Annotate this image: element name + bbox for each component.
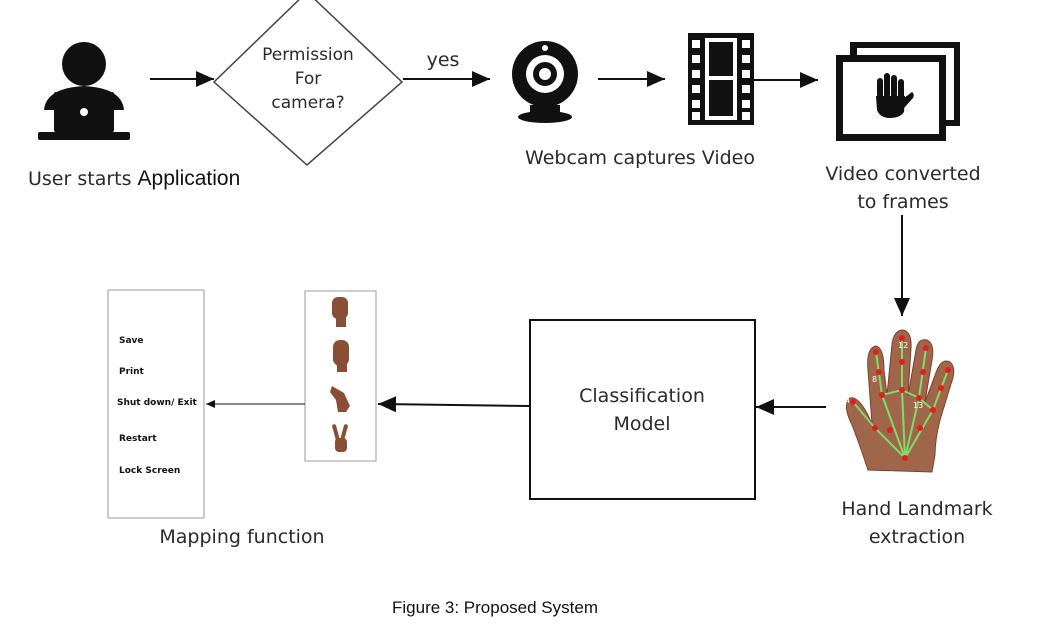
- mapping-function-box: [107, 289, 205, 519]
- classification-model-box: [529, 319, 756, 500]
- landmark-line1: Hand Landmark: [841, 498, 993, 520]
- frames-label: Video converted to frames: [808, 160, 998, 216]
- landmark-number: 9: [955, 389, 960, 398]
- webcam-icon: [512, 41, 578, 123]
- landmark-number: 13: [913, 401, 923, 410]
- gesture-palm: [333, 340, 349, 372]
- landmark-number: 4: [845, 396, 850, 405]
- arrow-model-to-gestures: [377, 396, 531, 413]
- gesture-fist: [332, 297, 348, 327]
- frames-icon: [836, 42, 960, 141]
- webcam-label: Webcam captures Video: [525, 147, 755, 169]
- action-print: Print: [119, 367, 144, 377]
- action-lock-screen: Lock Screen: [119, 466, 181, 476]
- hand-landmark-image: 4 8 9 10 12 13: [845, 329, 972, 473]
- classifier-label: Classification Model: [542, 382, 742, 438]
- landmark-number: 8: [872, 375, 877, 384]
- decision-line3: camera?: [271, 93, 345, 113]
- landmark-label: Hand Landmark extraction: [822, 495, 1012, 551]
- figure-caption: Figure 3: Proposed System: [392, 598, 598, 617]
- user-laptop-icon: [38, 42, 130, 140]
- decision-line2: For: [294, 69, 322, 89]
- user-label-a: User starts: [28, 168, 132, 190]
- gesture-images: [330, 297, 350, 452]
- yes-label: yes: [426, 49, 460, 71]
- mapping-label: Mapping function: [159, 526, 325, 548]
- landmark-number: 10: [962, 374, 972, 383]
- decision-line1: Permission: [262, 45, 354, 65]
- frames-line1: Video converted: [825, 163, 981, 185]
- action-save: Save: [119, 336, 144, 346]
- film-strip-icon: [688, 33, 754, 125]
- landmark-number: 12: [898, 341, 908, 350]
- frames-line2: to frames: [857, 191, 949, 213]
- classifier-line1: Classification: [579, 385, 705, 407]
- hand-icon: [876, 73, 914, 118]
- decision-label: Permission For camera?: [238, 43, 378, 115]
- gesture-victory: [332, 424, 348, 452]
- action-shutdown: Shut down/ Exit: [117, 398, 197, 408]
- user-label: User starts Application: [28, 165, 268, 193]
- gesture-pointing: [330, 386, 350, 412]
- action-restart: Restart: [119, 434, 157, 444]
- permission-decision-diamond: [212, 0, 404, 167]
- classifier-line2: Model: [613, 413, 671, 435]
- user-label-b: Application: [137, 167, 241, 190]
- landmark-line2: extraction: [868, 526, 966, 548]
